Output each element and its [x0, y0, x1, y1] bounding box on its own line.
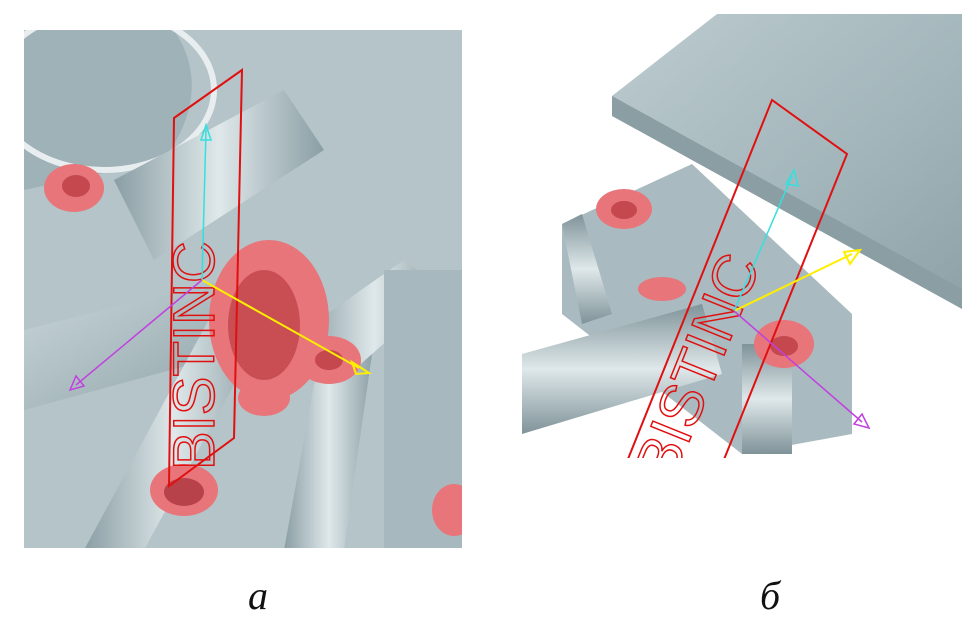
axis-z-arrow	[733, 310, 863, 423]
coordinate-axes	[733, 168, 871, 430]
coordinate-axes	[68, 122, 373, 392]
plane-label: BISTINC	[162, 241, 227, 470]
panel-a-cad-view: BISTINC	[24, 30, 462, 548]
cad-render-b: BISTINC	[522, 14, 962, 458]
axis-x-arrow	[201, 279, 360, 369]
cad-render-a: BISTINC	[24, 30, 462, 548]
axis-y-arrow	[733, 175, 793, 312]
axis-y-arrow	[201, 129, 207, 281]
caption-b: б	[760, 573, 781, 618]
axis-z-arrow	[75, 279, 203, 386]
axis-x-arrow	[733, 253, 853, 312]
datum-plane: BISTINC	[161, 68, 244, 489]
caption-a: а	[248, 573, 268, 618]
panel-b-cad-view: BISTINC	[522, 14, 962, 458]
